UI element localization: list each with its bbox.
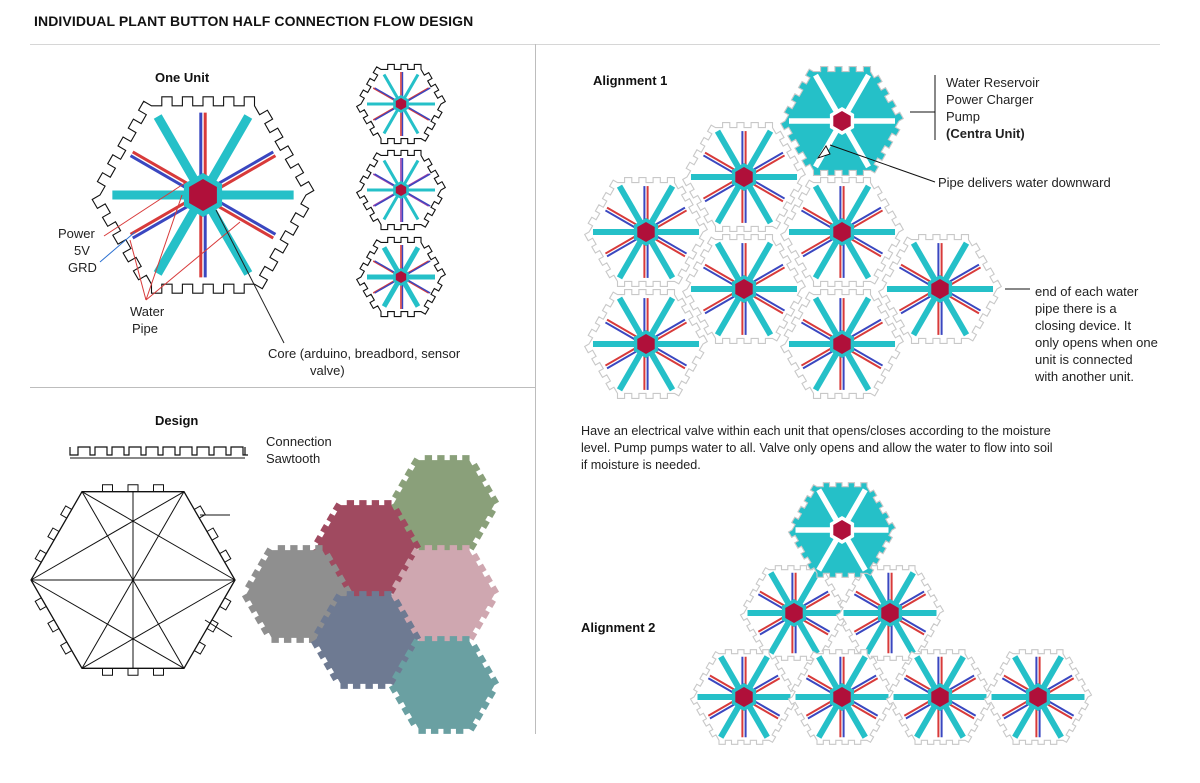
closing-note-4: only opens when one (1035, 335, 1158, 350)
design-tooth (194, 641, 206, 655)
design-swatch-6 (388, 636, 500, 734)
design-tooth (34, 549, 47, 563)
closing-note-3: closing device. It (1035, 318, 1132, 333)
power-leader (103, 182, 186, 237)
valve-paragraph-line2: level. Pump pumps water to all. Valve on… (581, 441, 1053, 455)
design-tooth (102, 668, 113, 676)
alignment-2-unit-5-core (931, 687, 949, 707)
variant-core (395, 98, 407, 110)
header-divider (30, 44, 1160, 45)
grd-leader (99, 231, 136, 263)
design-tooth (206, 527, 219, 541)
alignment-2-unit-3-core (735, 687, 753, 707)
design-extension (204, 619, 233, 638)
closing-note-2: pipe there is a (1035, 301, 1117, 316)
alignment-2-unit-1-core (785, 603, 803, 623)
alignment-2-unit-2-core (881, 603, 899, 623)
alignment-1-unit-4-core (735, 279, 753, 299)
column-divider (535, 44, 536, 734)
closing-note-6: with another unit. (1035, 369, 1135, 384)
page-title: INDIVIDUAL PLANT BUTTON HALF CONNECTION … (34, 13, 474, 29)
water-leader-2 (145, 221, 241, 301)
one-unit-core (189, 179, 217, 211)
design-tooth (206, 619, 219, 633)
central-label-charger: Power Charger (946, 92, 1034, 107)
valve-paragraph-line3: if moisture is needed. (581, 458, 701, 472)
design-tooth (60, 505, 72, 519)
valve-paragraph-line1: Have an electrical valve within each uni… (581, 424, 1051, 438)
alignment-1-central-unit-core (833, 111, 851, 131)
central-label-reservoir: Water Reservoir (946, 75, 1040, 90)
core-label-line2: valve) (310, 363, 345, 378)
pipe-leader (829, 144, 936, 183)
design-tooth (47, 527, 60, 541)
sawtooth-strip (69, 446, 248, 456)
design-tooth (127, 668, 139, 676)
closing-note-5: unit is connected (1035, 352, 1133, 367)
design-chord (81, 491, 236, 581)
design-tooth (102, 484, 113, 492)
pipe-delivers-note: Pipe delivers water downward (938, 175, 1111, 190)
variant-core (395, 271, 407, 283)
alignment-1-unit-3-core (833, 222, 851, 242)
water-label: Water (130, 304, 165, 319)
5v-label: 5V (74, 243, 90, 258)
power-label: Power (58, 226, 95, 241)
design-tooth (153, 484, 164, 492)
connection-label: Connection (266, 434, 332, 449)
design-swatch-5 (310, 591, 422, 689)
design-tooth (34, 597, 47, 611)
design-heading: Design (155, 413, 199, 428)
alignment-2-unit-4-core (833, 687, 851, 707)
design-tooth (194, 505, 206, 519)
design-tooth (219, 549, 232, 563)
central-label-pump: Pump (946, 109, 980, 124)
section-divider (30, 387, 535, 388)
design-tooth (219, 597, 232, 611)
alignment-2-unit-6-core (1029, 687, 1047, 707)
alignment-1-unit-7-core (931, 279, 949, 299)
central-label-unit: (Centra Unit) (946, 126, 1025, 141)
alignment-1-unit-2-core (637, 222, 655, 242)
design-chord (81, 579, 236, 669)
core-label-line1: Core (arduino, breadbord, sensor (268, 346, 461, 361)
design-tooth (47, 619, 60, 633)
design-tooth (60, 641, 73, 655)
sawtooth-label: Sawtooth (266, 451, 321, 466)
pipe-label: Pipe (132, 321, 159, 336)
alignment-1-unit-1-core (735, 167, 753, 187)
alignment-1-heading: Alignment 1 (593, 73, 668, 88)
pipe-arrow (816, 145, 831, 159)
grd-label: GRD (68, 260, 97, 275)
design-tooth (127, 484, 139, 492)
variant-core (395, 184, 407, 196)
closing-note-1: end of each water (1035, 284, 1139, 299)
design-chord (30, 491, 185, 581)
water-leader-1 (145, 194, 183, 301)
one-unit-heading: One Unit (155, 70, 210, 85)
core-leader (215, 209, 285, 344)
design-chord (30, 579, 185, 669)
alignment-1-unit-6-core (833, 334, 851, 354)
alignment-2-heading: Alignment 2 (581, 620, 656, 635)
water-leader-3 (129, 239, 147, 301)
design-tooth (153, 668, 164, 676)
alignment-2-central-unit-core (833, 520, 851, 540)
alignment-1-unit-5-core (637, 334, 655, 354)
